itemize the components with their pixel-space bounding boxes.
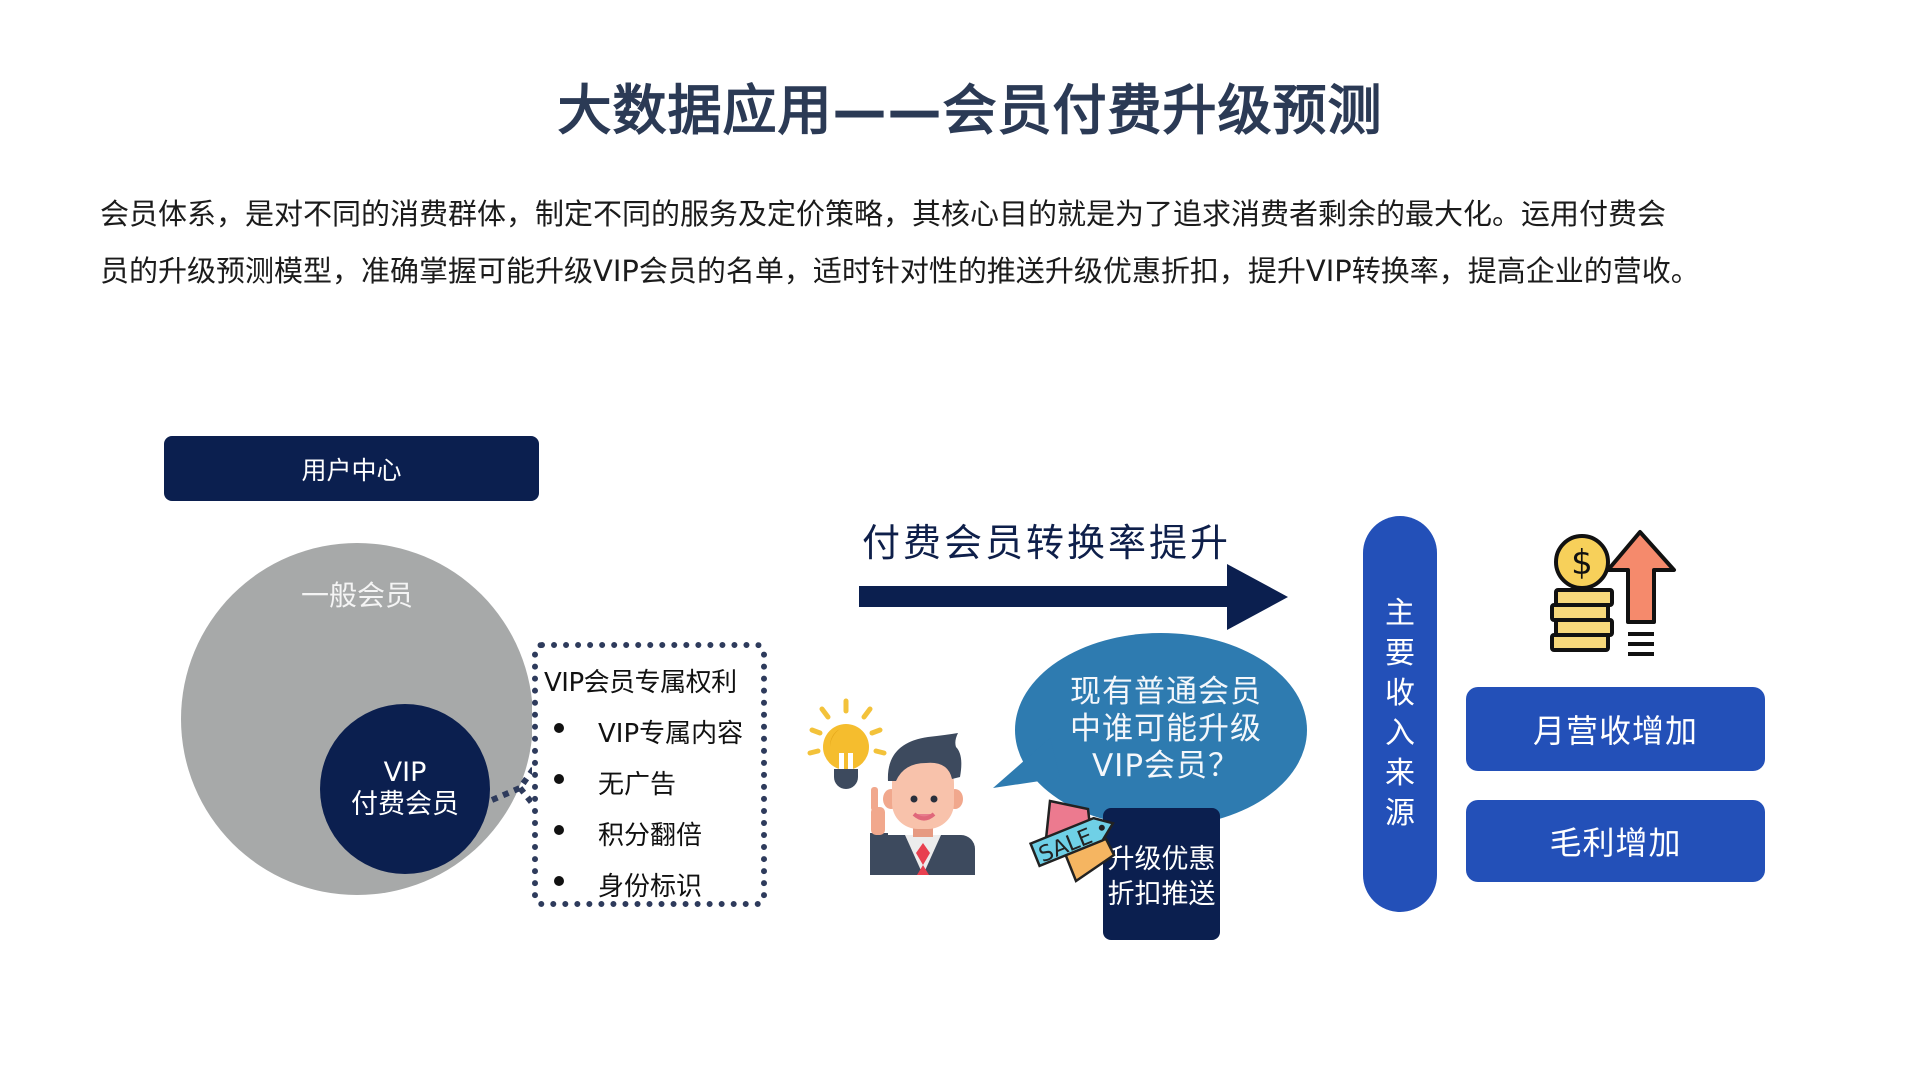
revenue-source-pill: 主 要 收 入 来 源 bbox=[1363, 516, 1437, 912]
vip-benefits-title: VIP会员专属权利 bbox=[544, 668, 737, 698]
list-item: 无广告 bbox=[544, 764, 761, 815]
speech-bubble bbox=[993, 633, 1307, 827]
discount-push-box: 升级优惠 折扣推送 bbox=[1103, 808, 1220, 940]
businessman-idea-icon bbox=[807, 698, 975, 875]
connector-dotted-line bbox=[490, 766, 539, 810]
vip-circle-line2: 付费会员 bbox=[351, 789, 459, 820]
intro-line-1: 会员体系，是对不同的消费群体，制定不同的服务及定价策略，其核心目的就是为了追求消… bbox=[100, 197, 1667, 231]
intro-line-2: 员的升级预测模型，准确掌握可能升级VIP会员的名单，适时针对性的推送升级优惠折扣… bbox=[100, 254, 1700, 288]
user-center-label: 用户中心 bbox=[301, 455, 402, 485]
sale-tag-icon: SALE bbox=[1028, 799, 1116, 883]
list-item: 积分翻倍 bbox=[544, 815, 761, 866]
bullet-icon bbox=[554, 774, 564, 784]
vip-benefits-list: VIP专属内容 无广告 积分翻倍 身份标识 bbox=[544, 713, 761, 917]
list-item: VIP专属内容 bbox=[544, 713, 761, 764]
bullet-icon bbox=[554, 876, 564, 886]
monthly-revenue-increase-box: 月营收增加 bbox=[1466, 687, 1765, 771]
vip-member-circle: VIP 付费会员 bbox=[320, 704, 490, 874]
svg-text:$: $ bbox=[1571, 543, 1593, 583]
page-title: 大数据应用——会员付费升级预测 bbox=[557, 79, 1383, 142]
intro-paragraph: 会员体系，是对不同的消费群体，制定不同的服务及定价策略，其核心目的就是为了追求消… bbox=[100, 186, 1880, 300]
conversion-arrow-label: 付费会员转换率提升 bbox=[862, 521, 1232, 565]
vip-circle-line1: VIP bbox=[383, 757, 427, 788]
list-item: 身份标识 bbox=[544, 866, 761, 917]
vip-benefits-box: VIP会员专属权利 VIP专属内容 无广告 积分翻倍 身份标识 bbox=[532, 642, 767, 907]
bullet-icon bbox=[554, 825, 564, 835]
right-arrow-icon bbox=[859, 564, 1288, 630]
general-member-label: 一般会员 bbox=[300, 579, 413, 612]
bullet-icon bbox=[554, 723, 564, 733]
gross-profit-increase-box: 毛利增加 bbox=[1466, 800, 1765, 882]
revenue-growth-icon: $ bbox=[1550, 530, 1676, 656]
speech-bubble-text: 现有普通会员 中谁可能升级 VIP会员？ bbox=[1070, 674, 1262, 784]
user-center-header: 用户中心 bbox=[164, 436, 539, 501]
